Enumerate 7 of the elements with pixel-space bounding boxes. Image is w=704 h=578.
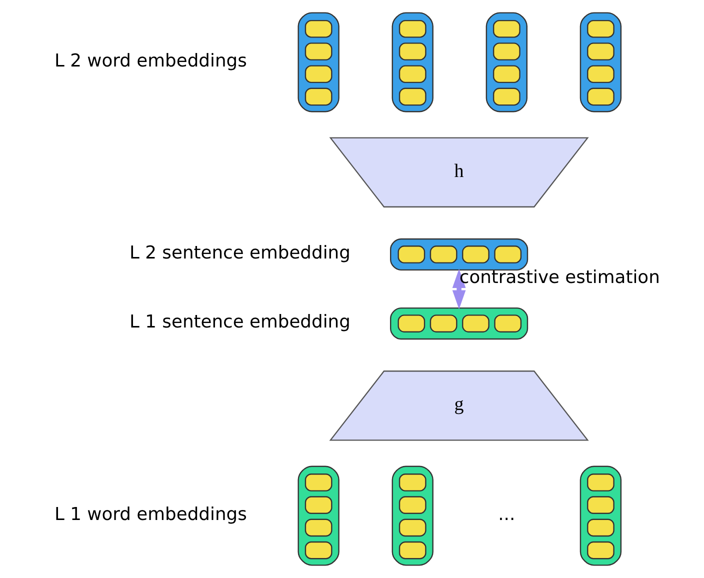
label: L 2 sentence embedding — [129, 242, 350, 264]
label: L 1 sentence embedding — [129, 312, 350, 333]
label: L 1 word embeddings — [54, 504, 246, 525]
label: ... — [498, 504, 515, 525]
arrow — [452, 268, 466, 310]
label: L 2 word embeddings — [54, 50, 246, 72]
edge-label: contrastive estimation — [458, 267, 660, 288]
